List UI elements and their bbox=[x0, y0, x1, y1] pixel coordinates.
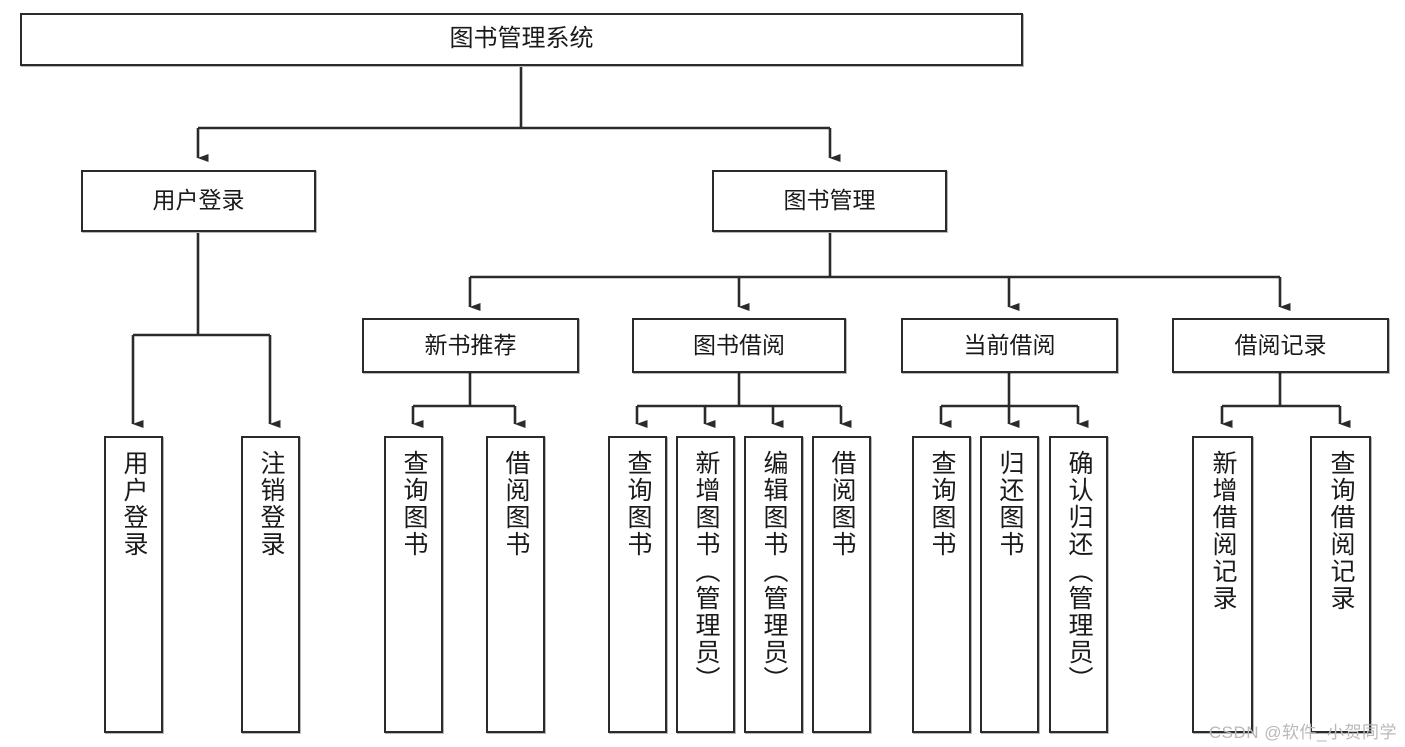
leaf-label: 新增借阅记录 bbox=[1209, 450, 1237, 612]
leaf-record-query-borrow-record[interactable]: 查询借阅记录 bbox=[1310, 436, 1371, 733]
node-label: 新书推荐 bbox=[424, 331, 517, 358]
leaf-recommend-query-book[interactable]: 查询图书 bbox=[384, 436, 443, 733]
leaf-label: 新增图书（管理员） bbox=[692, 450, 720, 693]
leaf-label: 查询图书 bbox=[400, 450, 428, 558]
leaf-recommend-borrow-book[interactable]: 借阅图书 bbox=[486, 436, 545, 733]
leaf-current-query-book[interactable]: 查询图书 bbox=[912, 436, 971, 733]
node-borrow-record[interactable]: 借阅记录 bbox=[1172, 318, 1389, 373]
csdn-watermark: CSDN @软件_小贺同学 bbox=[1208, 723, 1397, 742]
leaf-borrow-borrow-book[interactable]: 借阅图书 bbox=[812, 436, 871, 733]
leaf-label: 用户登录 bbox=[120, 450, 148, 558]
leaf-borrow-query-book[interactable]: 查询图书 bbox=[608, 436, 667, 733]
node-label: 当前借阅 bbox=[963, 331, 1056, 358]
node-book-borrow[interactable]: 图书借阅 bbox=[632, 318, 846, 373]
leaf-label: 注销登录 bbox=[257, 450, 285, 558]
node-book-management[interactable]: 图书管理 bbox=[712, 170, 947, 232]
leaf-label: 查询图书 bbox=[928, 450, 956, 558]
leaf-label: 编辑图书（管理员） bbox=[760, 450, 788, 693]
leaf-label: 归还图书 bbox=[996, 450, 1024, 558]
node-user-login[interactable]: 用户登录 bbox=[81, 170, 316, 232]
node-label: 图书借阅 bbox=[693, 331, 785, 358]
leaf-label: 查询图书 bbox=[624, 450, 652, 558]
node-current-borrow[interactable]: 当前借阅 bbox=[901, 318, 1118, 373]
leaf-current-return-book[interactable]: 归还图书 bbox=[980, 436, 1039, 733]
leaf-borrow-edit-book-admin[interactable]: 编辑图书（管理员） bbox=[744, 436, 803, 733]
leaf-label: 查询借阅记录 bbox=[1327, 450, 1355, 612]
leaf-user-login-signin[interactable]: 用户登录 bbox=[104, 436, 163, 733]
node-label: 用户登录 bbox=[152, 187, 245, 214]
leaf-label: 借阅图书 bbox=[502, 450, 530, 558]
leaf-current-confirm-return-admin[interactable]: 确认归还（管理员） bbox=[1049, 436, 1108, 733]
leaf-borrow-add-book-admin[interactable]: 新增图书（管理员） bbox=[676, 436, 735, 733]
leaf-user-login-signout[interactable]: 注销登录 bbox=[241, 436, 300, 733]
leaf-label: 借阅图书 bbox=[828, 450, 856, 558]
node-label: 图书管理 bbox=[783, 187, 876, 214]
node-new-book-recommend[interactable]: 新书推荐 bbox=[362, 318, 579, 373]
node-label: 借阅记录 bbox=[1234, 331, 1327, 358]
node-root-book-management-system[interactable]: 图书管理系统 bbox=[20, 13, 1023, 66]
node-label: 图书管理系统 bbox=[449, 25, 594, 53]
leaf-label: 确认归还（管理员） bbox=[1065, 450, 1093, 693]
leaf-record-add-borrow-record[interactable]: 新增借阅记录 bbox=[1192, 436, 1253, 733]
